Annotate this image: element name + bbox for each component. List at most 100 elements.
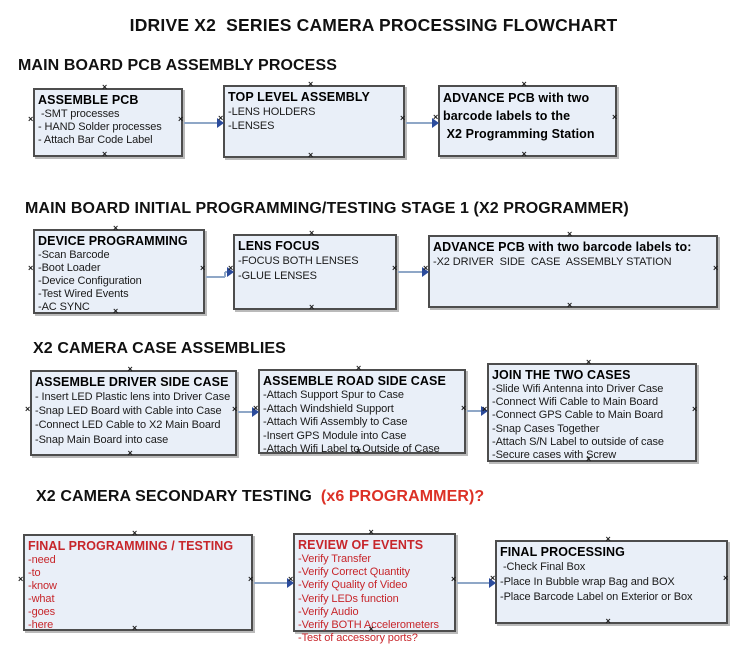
flowchart-title: IDRIVE X2 SERIES CAMERA PROCESSING FLOWC… (129, 15, 618, 35)
connection-point-icon: × (132, 528, 138, 538)
box-item: -Attach S/N Label to outside of case (492, 435, 664, 448)
connector-line (224, 272, 226, 277)
connection-point-icon: × (451, 573, 457, 584)
box-item: -Check Final Box (500, 561, 586, 573)
box-item: -Connect LED Cable to X2 Main Board (35, 419, 221, 432)
flow-box-assemble-pcb: ASSEMBLE PCB -SMT processes- HAND Solder… (28, 83, 183, 159)
connection-point-icon: × (433, 112, 439, 122)
box-item: -Place In Bubble wrap Bag and BOX (500, 576, 675, 588)
box-item: -Verify Quality of Video (298, 579, 408, 592)
connection-point-icon: × (605, 616, 611, 626)
arrow-head-icon (287, 578, 294, 588)
connection-point-icon: × (423, 262, 429, 273)
box-item: -LENSES (228, 120, 275, 132)
box-item: -know (28, 579, 57, 592)
connection-point-icon: × (482, 403, 488, 414)
box-item: -Verify BOTH Accelerometers (298, 619, 439, 632)
connection-point-icon: × (127, 364, 133, 374)
arrow-head-icon (252, 407, 259, 417)
connection-point-icon: × (18, 573, 24, 584)
connection-point-icon: × (612, 112, 618, 122)
connection-point-icon: × (521, 79, 527, 89)
flow-box-join-the-two-cases: JOIN THE TWO CASES-Slide Wifi Antenna in… (482, 358, 698, 464)
connection-point-icon: × (232, 404, 238, 414)
section-heading-pcb-assembly: MAIN BOARD PCB ASSEMBLY PROCESS (18, 57, 337, 74)
box-item: -Snap Main Board into case (35, 433, 169, 446)
box-item: -Test Wired Events (38, 288, 129, 300)
connector-line (225, 271, 227, 273)
flow-box-final-processing: FINAL PROCESSING -Check Final Box -Place … (490, 535, 728, 626)
flow-box-lens-focus: LENS FOCUS-FOCUS BOTH LENSES-GLUE LENSES… (228, 229, 398, 312)
box-item: -Connect Wifi Cable to Main Board (492, 396, 659, 409)
connection-point-icon: × (567, 229, 573, 239)
connection-point-icon: × (25, 404, 31, 414)
box-item: -Attach Wifi Assembly to Case (263, 416, 408, 429)
connector-line (206, 276, 225, 278)
arrow-head-icon (489, 578, 496, 588)
arrow-head-icon (432, 118, 439, 128)
box-item: -Insert GPS Module into Case (263, 429, 407, 442)
box-item: - HAND Solder processes (38, 121, 162, 134)
box-item: -here (28, 618, 54, 631)
connection-point-icon: × (248, 573, 254, 584)
connection-point-icon: × (200, 262, 206, 273)
connection-point-icon: × (253, 402, 259, 413)
arrow-head-icon (481, 406, 488, 416)
box-item: -Verify Correct Quantity (298, 566, 410, 579)
connector-line (406, 122, 432, 124)
connection-point-icon: × (567, 300, 573, 310)
box-item: -Verify Audio (298, 605, 359, 618)
box-item: -Slide Wifi Antenna into Driver Case (492, 383, 664, 395)
box-item: -X2 DRIVER SIDE CASE ASSEMBLY STATION (433, 256, 672, 268)
box-title: FINAL PROCESSING (500, 545, 625, 559)
box-title: ASSEMBLE PCB (38, 93, 139, 107)
box-title-line: barcode labels to the (443, 109, 571, 123)
connection-point-icon: × (521, 149, 527, 159)
connection-point-icon: × (392, 263, 398, 273)
box-title: REVIEW OF EVENTS (298, 538, 424, 552)
connection-point-icon: × (102, 82, 108, 92)
flow-box-device-programming: DEVICE PROGRAMMING-Scan Barcode-Boot Loa… (28, 224, 206, 316)
box-item: -Scan Barcode (38, 249, 110, 261)
connection-point-icon: × (586, 454, 592, 464)
box-item: -Attach Wifi Label to Outside of Case (263, 443, 440, 456)
flow-box-final-programming-testing: FINAL PROGRAMMING / TESTING-need-to-know… (18, 529, 254, 633)
box-title: LENS FOCUS (238, 239, 320, 253)
box-item: -FOCUS BOTH LENSES (238, 255, 359, 267)
connector-line (238, 411, 252, 413)
box-item: -Snap Cases Together (492, 422, 600, 435)
box-title: FINAL PROGRAMMING / TESTING (28, 539, 234, 553)
connection-point-icon: × (356, 363, 362, 373)
connector-line (467, 410, 481, 412)
box-title: JOIN THE TWO CASES (492, 368, 631, 382)
connection-point-icon: × (113, 306, 119, 316)
connection-point-icon: × (713, 262, 719, 273)
connection-point-icon: × (368, 624, 374, 634)
box-item: -Boot Loader (38, 262, 101, 274)
flow-box-assemble-road-side-case: ASSEMBLE ROAD SIDE CASE-Attach Support S… (253, 364, 466, 456)
connection-point-icon: × (309, 228, 315, 238)
box-item: -Test of accessory ports? (298, 632, 418, 645)
connector-line (457, 582, 489, 584)
box-item: -Secure cases with Screw (492, 449, 617, 462)
box-title: ADVANCE PCB with two barcode labels to: (433, 240, 692, 254)
box-item: -Place Barcode Label on Exterior or Box (500, 591, 693, 603)
connection-point-icon: × (113, 223, 119, 233)
connection-point-icon: × (692, 403, 698, 414)
box-item: -Verify Transfer (298, 553, 371, 565)
section-heading-initial-programming: MAIN BOARD INITIAL PROGRAMMING/TESTING S… (25, 200, 629, 217)
connection-point-icon: × (308, 79, 314, 89)
box-item: -Attach Support Spur to Case (263, 389, 404, 401)
connection-point-icon: × (605, 534, 611, 544)
connection-point-icon: × (490, 573, 496, 583)
arrow-head-icon (227, 267, 234, 277)
connection-point-icon: × (28, 113, 34, 124)
box-item: -Connect GPS Cable to Main Board (492, 409, 664, 422)
box-title: TOP LEVEL ASSEMBLY (228, 90, 370, 104)
connection-point-icon: × (218, 112, 224, 123)
box-item: - Insert LED Plastic lens into Driver Ca… (35, 391, 231, 403)
connection-point-icon: × (586, 357, 592, 367)
box-title-line: X2 Programming Station (443, 127, 595, 141)
